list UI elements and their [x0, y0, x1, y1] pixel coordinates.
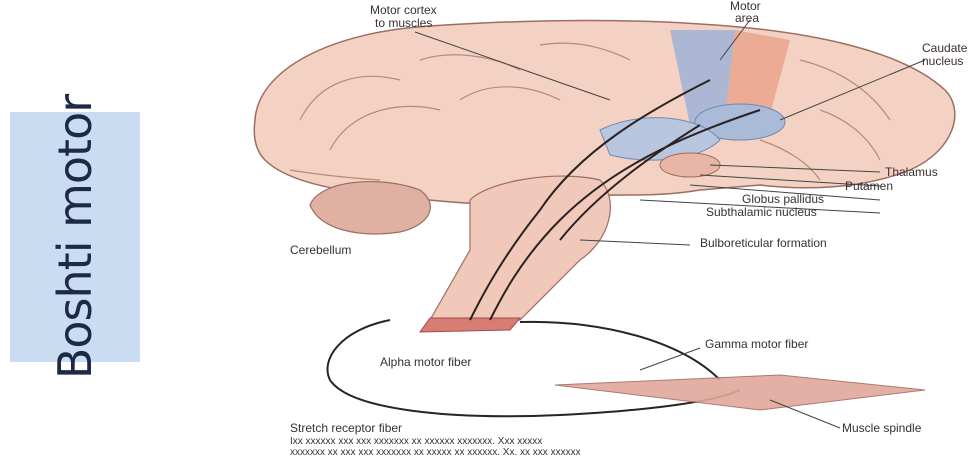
label-stretch-fiber: Stretch receptor fiber — [290, 421, 402, 435]
label-cerebellum: Cerebellum — [290, 243, 351, 257]
caption-line-2: xxxxxxx xx xxx xxx xxxxxxx xx xxxxx xx x… — [290, 447, 581, 457]
label-motor-cortex: Motor cortex — [370, 3, 437, 17]
label-motor-area-2: area — [735, 11, 759, 25]
label-alpha-fiber: Alpha motor fiber — [380, 355, 471, 369]
label-gamma-fiber: Gamma motor fiber — [705, 337, 808, 351]
label-globus-pallidus: Globus pallidus — [742, 192, 824, 206]
label-motor-cortex-2: to muscles — [375, 16, 432, 30]
caption-line-1: Ixx xxxxxx xxx xxx xxxxxxx xx xxxxxx xxx… — [290, 436, 542, 447]
cerebral-hemisphere — [254, 20, 955, 204]
label-caudate: Caudate — [922, 41, 968, 55]
label-muscle-spindle: Muscle spindle — [842, 421, 922, 435]
label-thalamus: Thalamus — [885, 165, 938, 179]
spinal-cord — [420, 318, 520, 332]
label-reticular: Bulboreticular formation — [700, 236, 827, 250]
muscle-fiber — [555, 375, 925, 410]
label-subthalamic: Subthalamic nucleus — [706, 205, 817, 219]
label-caudate-2: nucleus — [922, 54, 963, 68]
cerebellum-region — [310, 182, 430, 234]
label-putamen: Putamen — [845, 179, 893, 193]
